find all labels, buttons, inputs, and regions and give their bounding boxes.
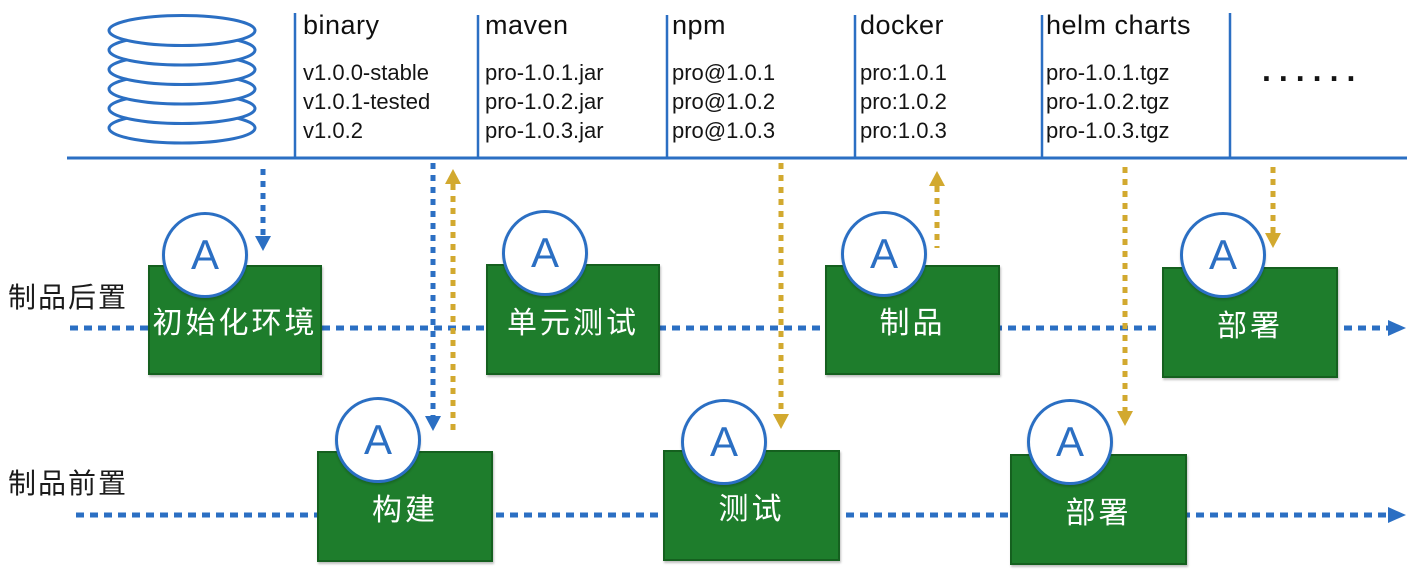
- repo-version-item: v1.0.2: [303, 118, 363, 143]
- agent-badge: A: [1180, 212, 1266, 298]
- repo-version-item: pro-1.0.2.tgz: [1046, 89, 1170, 114]
- stage-label: 单元测试: [507, 306, 639, 340]
- pipeline-pre-label: 制品前置: [8, 468, 129, 499]
- repo-column-title: npm: [672, 10, 727, 40]
- stage-label: 部署: [1217, 309, 1283, 343]
- repo-column-npm: npm pro@1.0.1 pro@1.0.2 pro@1.0.3: [672, 10, 775, 145]
- repo-column-title: binary: [303, 10, 380, 40]
- repo-column-maven: maven pro-1.0.1.jar pro-1.0.2.jar pro-1.…: [485, 10, 604, 145]
- repo-version-item: pro-1.0.1.tgz: [1046, 60, 1170, 85]
- repo-version-item: pro-1.0.3.jar: [485, 118, 604, 143]
- agent-badge: A: [502, 210, 588, 296]
- repo-version-item: pro-1.0.1.jar: [485, 60, 604, 85]
- pipeline-post-label: 制品后置: [8, 282, 129, 313]
- repo-column-helm-charts: helm charts pro-1.0.1.tgz pro-1.0.2.tgz …: [1046, 10, 1191, 145]
- repo-column-title: helm charts: [1046, 10, 1192, 40]
- pull-arrow-test: [773, 163, 789, 429]
- stage-label: 部署: [1065, 496, 1132, 530]
- repo-version-item: pro:1.0.1: [860, 60, 947, 85]
- agent-badge: A: [335, 397, 421, 483]
- pull-arrow-deploy-post: [1265, 167, 1281, 248]
- push-arrow-build: [445, 169, 461, 430]
- repo-version-item: pro@1.0.2: [672, 89, 776, 114]
- repo-version-item: v1.0.0-stable: [303, 60, 429, 85]
- agent-badge: A: [1027, 399, 1113, 485]
- repo-version-item: pro:1.0.3: [860, 118, 947, 143]
- repo-column-binary: binary v1.0.0-stable v1.0.1-tested v1.0.…: [303, 10, 430, 145]
- repo-column-title: docker: [860, 10, 945, 40]
- push-arrow-artifact: [929, 171, 945, 248]
- repo-column-docker: docker pro:1.0.1 pro:1.0.2 pro:1.0.3: [860, 10, 947, 145]
- stage-label: 制品: [879, 307, 946, 340]
- database-icon: [107, 14, 257, 145]
- pull-arrow-init-env: [255, 169, 271, 251]
- repo-version-item: v1.0.1-tested: [303, 89, 431, 114]
- agent-badge: A: [162, 212, 248, 298]
- agent-badge: A: [841, 211, 927, 297]
- stage-label: 测试: [718, 492, 785, 526]
- column-separators: [293, 13, 1232, 158]
- pull-arrow-deploy-pre: [1117, 167, 1133, 426]
- repo-version-item: pro-1.0.2.jar: [485, 89, 604, 114]
- agent-badge: A: [681, 399, 767, 485]
- repo-version-item: pro@1.0.3: [672, 118, 776, 143]
- stage-label: 构建: [372, 493, 438, 527]
- repo-version-item: pro:1.0.2: [860, 89, 947, 114]
- repo-version-item: pro-1.0.3.tgz: [1046, 118, 1170, 143]
- repo-column-title: maven: [485, 10, 569, 40]
- repo-more-ellipsis: ......: [1262, 52, 1364, 88]
- stage-label: 初始化环境: [152, 307, 318, 340]
- pull-arrow-build: [425, 163, 441, 431]
- repo-version-item: pro@1.0.1: [672, 60, 776, 85]
